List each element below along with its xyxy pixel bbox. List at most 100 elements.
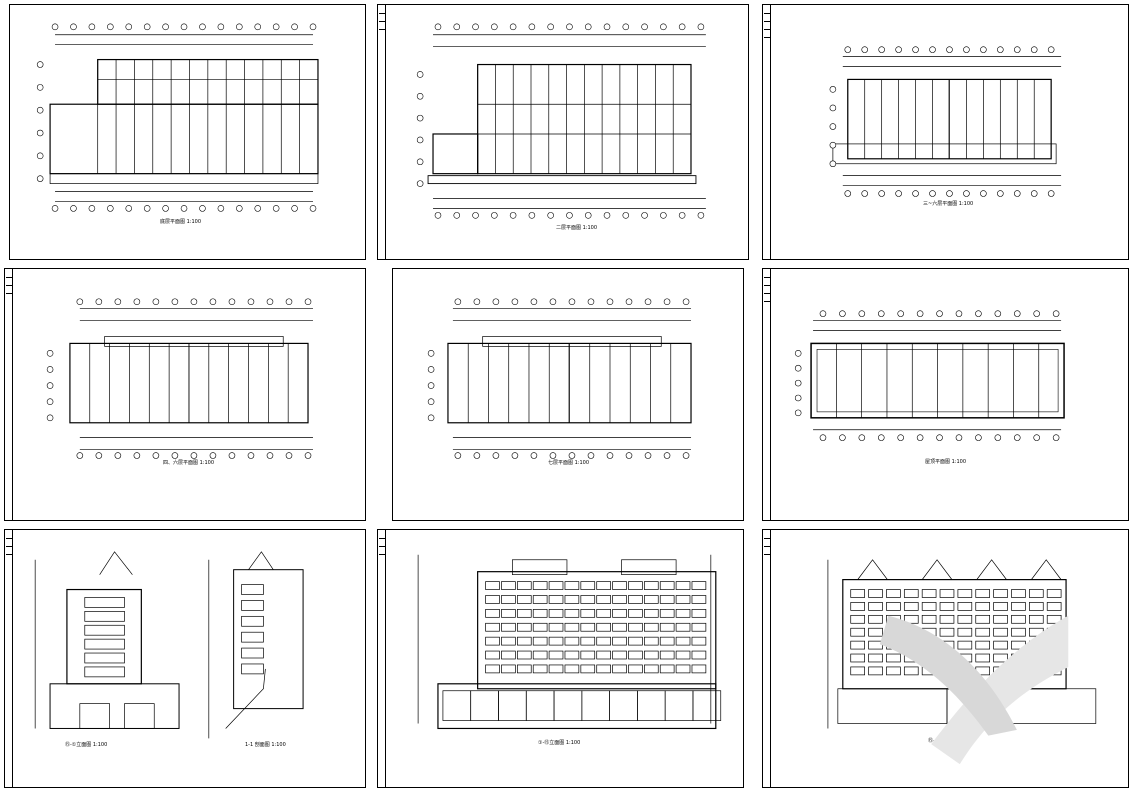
- axis-bubble: [663, 452, 671, 459]
- axis-bubble: [1033, 434, 1040, 441]
- axis-bubble: [660, 23, 667, 31]
- axis-bubble: [492, 452, 500, 459]
- axis-bubble: [46, 366, 54, 373]
- axis-bubble: [1052, 434, 1060, 441]
- axis-bubble: [1047, 46, 1055, 53]
- axis-bubble: [76, 298, 84, 306]
- axis-bubble: [936, 310, 943, 317]
- axis-bubble: [912, 190, 919, 197]
- axis-bubble: [878, 46, 885, 53]
- axis-bubble: [625, 452, 633, 459]
- axis-bubble: [606, 298, 614, 306]
- axis-bubble: [1030, 190, 1038, 197]
- axis-bubble: [46, 382, 54, 389]
- axis-bubble: [427, 382, 435, 389]
- drawing-sheet-ground-plan: 底层平面图 1:100: [9, 4, 366, 260]
- watermark-logo: [879, 615, 1069, 765]
- axis-bubble: [858, 310, 866, 317]
- axis-bubble: [416, 71, 424, 78]
- axis-bubble: [209, 452, 217, 459]
- axis-bubble: [70, 23, 77, 31]
- title-strip: [763, 269, 771, 520]
- axis-bubble: [190, 298, 198, 306]
- axis-bubble: [547, 212, 554, 219]
- axis-bubble: [491, 23, 498, 31]
- axis-bubble: [416, 114, 424, 122]
- axis-bubble: [285, 452, 293, 459]
- axis-bubble: [217, 23, 225, 31]
- axis-bubble: [511, 452, 519, 459]
- axis-bubble: [152, 452, 160, 459]
- axis-bubble: [76, 452, 84, 459]
- axis-bubble: [309, 23, 317, 31]
- axis-bubble: [963, 46, 970, 53]
- axis-bubble: [36, 175, 44, 182]
- axis-bubble: [427, 414, 435, 422]
- axis-bubble: [663, 298, 671, 306]
- axis-bubble: [133, 298, 141, 306]
- axis-bubble: [1047, 190, 1055, 197]
- drawing-sheet-rear-elevation: ⑮-①立面图 1:100: [762, 529, 1129, 788]
- axis-bubble: [254, 23, 262, 31]
- sheet-caption: 二层平面图 1:100: [556, 225, 597, 231]
- axis-bubble: [180, 205, 188, 212]
- axis-bubble: [46, 414, 54, 422]
- drawing-sheet-typical-plan-c: 七层平面图 1:100: [392, 268, 744, 521]
- front-elevation-drawing: [417, 554, 722, 730]
- axis-bubble: [549, 452, 557, 459]
- drawing-sheet-front-elevation: ①-⑮立面图 1:100: [377, 529, 744, 788]
- axis-bubble: [839, 310, 846, 317]
- title-strip: [5, 269, 13, 520]
- axis-bubble: [427, 350, 435, 357]
- axis-bubble: [95, 452, 103, 459]
- axis-bubble: [625, 298, 633, 306]
- axis-bubble: [416, 136, 424, 144]
- axis-bubble: [36, 84, 44, 91]
- axis-bubble: [829, 104, 837, 112]
- axis-bubble: [1013, 190, 1021, 197]
- drawing-sheet-roof-plan: 屋顶平面图 1:100: [762, 268, 1129, 521]
- axis-bubble: [644, 298, 652, 306]
- axis-bubble: [1013, 434, 1021, 441]
- axis-bubble: [660, 212, 667, 219]
- axis-bubble: [980, 46, 987, 53]
- title-strip: [763, 5, 771, 259]
- axis-bubble: [530, 452, 538, 459]
- axis-bubble: [247, 298, 255, 306]
- axis-bubble: [566, 23, 573, 31]
- axis-bubble: [955, 434, 963, 441]
- axis-bubble: [51, 205, 59, 212]
- axis-bubble: [199, 205, 206, 212]
- caption-text: 七层平面图 1:100: [548, 460, 589, 466]
- side-elevation-and-section-drawing: [34, 551, 304, 739]
- axis-bubble: [88, 205, 96, 212]
- axis-bubble: [304, 298, 312, 306]
- axis-bubble: [641, 23, 648, 31]
- axis-bubble: [511, 298, 519, 306]
- axis-bubble: [980, 190, 987, 197]
- axis-bubble: [1030, 46, 1038, 53]
- axis-bubble: [682, 452, 690, 459]
- axis-bubble: [272, 23, 280, 31]
- axis-bubble: [994, 310, 1002, 317]
- axis-bubble: [682, 298, 690, 306]
- axis-bubble: [858, 434, 866, 441]
- caption-text: 四、六层平面图 1:100: [163, 460, 214, 466]
- axis-bubble: [36, 152, 44, 160]
- axis-bubble: [272, 205, 280, 212]
- caption-text: 屋顶平面图 1:100: [925, 459, 966, 465]
- sheet-caption: 底层平面图 1:100: [160, 219, 201, 225]
- axis-bubble: [143, 205, 151, 212]
- roof-plan-drawing: [794, 310, 1065, 441]
- axis-bubble: [1052, 310, 1060, 317]
- axis-bubble: [606, 452, 614, 459]
- axis-bubble: [162, 23, 169, 31]
- title-strip: [378, 5, 386, 259]
- axis-bubble: [946, 46, 953, 53]
- axis-bubble: [509, 212, 517, 219]
- sheet-caption-secondary: 1-1 剖面图 1:100: [245, 742, 286, 748]
- axis-bubble: [209, 298, 217, 306]
- sheet-caption: ⑮-①立面图 1:100: [65, 742, 107, 748]
- axis-bubble: [877, 434, 885, 441]
- axis-bubble: [844, 46, 852, 53]
